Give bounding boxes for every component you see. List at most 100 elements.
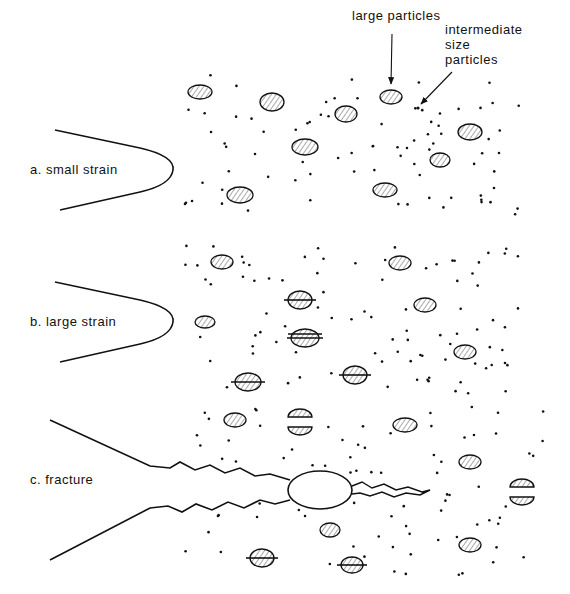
- intermediate-particle: [406, 147, 409, 150]
- intermediate-particle: [184, 550, 187, 553]
- intermediate-particle: [204, 278, 207, 281]
- intermediate-particle: [317, 306, 320, 309]
- intermediate-particle: [517, 105, 520, 108]
- intermediate-particle: [316, 272, 319, 275]
- intermediate-particle: [327, 115, 330, 118]
- intermediate-particle: [317, 247, 320, 250]
- intermediate-particle: [392, 546, 395, 549]
- intermediate-particle: [380, 123, 383, 126]
- intermediate-particle: [208, 418, 211, 421]
- intermediate-particle: [487, 252, 490, 255]
- intermediate-particle: [306, 122, 309, 125]
- intermediate-particle: [370, 316, 373, 319]
- intermediate-particle: [427, 380, 430, 383]
- intermediate-particle: [390, 515, 393, 518]
- intermediate-particle: [372, 145, 375, 148]
- intermediate-particle: [322, 257, 325, 260]
- intermediate-particle: [220, 551, 223, 554]
- intermediate-particle: [241, 255, 244, 258]
- intermediate-particle: [456, 280, 459, 283]
- intermediate-particle: [381, 278, 384, 281]
- intermediate-particle: [393, 570, 396, 573]
- intermediate-particle: [442, 206, 445, 209]
- intermediate-particle: [355, 469, 358, 472]
- intermediate-particle: [471, 406, 474, 409]
- intermediate-particle: [196, 264, 199, 267]
- intermediate-particle: [409, 360, 412, 363]
- intermediate-particle: [517, 307, 520, 310]
- intermediate-particle: [418, 81, 421, 84]
- large-particle: [246, 549, 278, 567]
- intermediate-particle: [308, 121, 311, 124]
- intermediate-particle: [488, 81, 491, 84]
- intermediate-particle: [406, 203, 409, 206]
- large-particle: [393, 418, 417, 432]
- intermediate-particle: [370, 471, 373, 474]
- intermediate-particle: [275, 341, 278, 344]
- intermediate-particle: [421, 109, 424, 112]
- intermediate-particle: [409, 553, 412, 556]
- intermediate-particle: [209, 74, 212, 77]
- intermediate-particle: [225, 146, 228, 149]
- large-particle: [339, 366, 371, 384]
- large-particle: [454, 345, 476, 359]
- intermediate-particle: [478, 261, 481, 264]
- intermediate-particle: [471, 272, 474, 275]
- intermediate-particle: [528, 452, 531, 455]
- intermediate-particle: [267, 176, 270, 179]
- intermediate-particle: [268, 277, 271, 280]
- intermediate-particle: [384, 259, 387, 262]
- intermediate-particle: [295, 351, 298, 354]
- intermediate-particle: [252, 352, 255, 355]
- intermediate-particle: [405, 308, 408, 311]
- intermediate-particle: [542, 410, 545, 413]
- intermediate-particle: [448, 494, 451, 497]
- intermediate-particle: [501, 349, 504, 352]
- intermediate-particle: [353, 170, 356, 173]
- intermediate-particle: [463, 436, 466, 439]
- large-particle: [231, 373, 265, 391]
- part-label: large particles: [352, 8, 492, 23]
- intermediate-particle: [439, 112, 442, 115]
- intermediate-particle: [491, 102, 494, 105]
- intermediate-particle: [418, 174, 421, 177]
- intermediate-particle: [363, 555, 366, 558]
- intermediate-particle: [351, 78, 354, 81]
- large-particle: [510, 479, 534, 505]
- intermediate-particle: [439, 334, 442, 337]
- intermediate-particle: [399, 155, 402, 158]
- intermediate-particle: [474, 362, 477, 365]
- intermediate-particle: [419, 354, 422, 357]
- intermediate-particle: [251, 345, 254, 348]
- large-particle: [414, 298, 436, 312]
- void: [288, 471, 352, 509]
- intermediate-particle: [265, 312, 268, 315]
- part-label: intermediate size particles: [445, 22, 527, 67]
- intermediate-particle: [504, 505, 507, 508]
- intermediate-particle: [242, 261, 245, 264]
- intermediate-particle: [425, 267, 428, 270]
- intermediate-particle: [242, 276, 245, 279]
- intermediate-particle: [522, 556, 525, 559]
- intermediate-particle: [350, 152, 353, 155]
- intermediate-particle: [254, 334, 257, 337]
- intermediate-particle: [320, 113, 323, 116]
- intermediate-particle: [504, 326, 507, 329]
- intermediate-particle: [309, 173, 312, 176]
- intermediate-particle: [487, 138, 490, 141]
- intermediate-particle: [210, 131, 213, 134]
- intermediate-particle: [281, 279, 284, 282]
- large-particle: [430, 153, 450, 167]
- intermediate-particle: [433, 454, 436, 457]
- intermediate-particle: [459, 307, 462, 310]
- large-particle: [458, 124, 482, 140]
- intermediate-particle: [432, 142, 435, 145]
- intermediate-particle: [250, 117, 253, 120]
- intermediate-particle: [184, 263, 187, 266]
- intermediate-particle: [377, 535, 380, 538]
- intermediate-particle: [372, 145, 375, 148]
- intermediate-particle: [430, 425, 433, 428]
- large-particle: [459, 455, 481, 469]
- intermediate-particle: [201, 181, 204, 184]
- intermediate-particle: [408, 533, 411, 536]
